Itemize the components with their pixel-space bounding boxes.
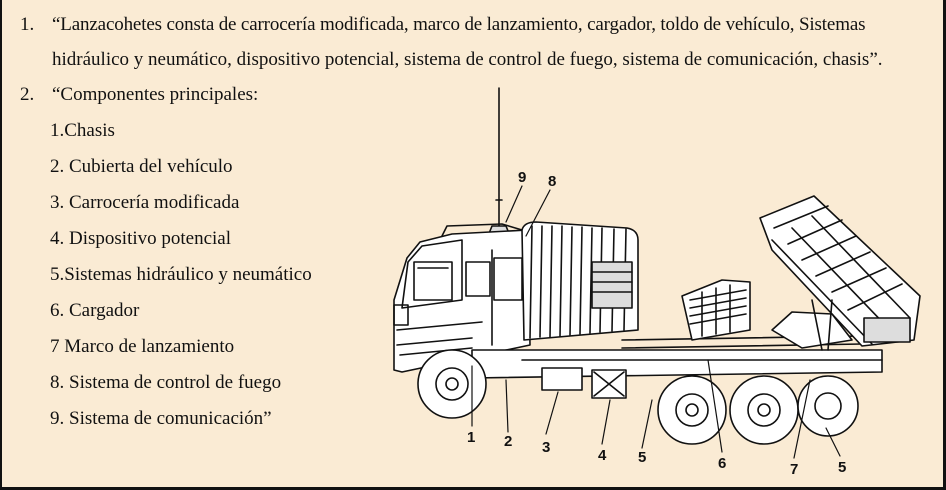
rear-wheel-1 <box>729 375 799 445</box>
front-wheel <box>417 349 487 419</box>
middle-wheel <box>657 375 727 445</box>
item-2-number: 2. <box>20 84 35 105</box>
antenna <box>487 87 511 237</box>
callout-9: 9 <box>518 169 526 186</box>
loader-rack <box>681 279 751 341</box>
truck-cab <box>393 223 531 373</box>
callout-7: 7 <box>790 461 798 478</box>
item-1-text-line-2: hidráulico y neumático, dispositivo pote… <box>52 49 883 70</box>
callout-6: 6 <box>718 455 726 472</box>
callout-3: 3 <box>542 439 550 456</box>
callout-1: 1 <box>467 429 475 446</box>
callout-2: 2 <box>504 433 512 450</box>
component-item-3: 3. Carrocería modificada <box>50 192 240 213</box>
item-2-text: “Componentes principales: <box>52 84 259 105</box>
callout-5-rear: 5 <box>838 459 846 476</box>
component-item-7: 7 Marco de lanzamiento <box>50 336 235 357</box>
component-item-8: 8. Sistema de control de fuego <box>50 372 282 393</box>
component-item-9: 9. Sistema de comunicación” <box>50 408 272 429</box>
component-item-4: 4. Dispositivo potencial <box>50 228 232 249</box>
launcher-mount <box>771 299 853 351</box>
component-item-1: 1.Chasis <box>50 120 115 141</box>
callout-8: 8 <box>548 173 556 190</box>
item-1-number: 1. <box>20 14 35 35</box>
item-1-text-line-1: “Lanzacohetes consta de carrocería modif… <box>52 14 866 35</box>
launcher-tubes <box>759 195 921 347</box>
canopy-cover <box>521 221 639 341</box>
callout-5: 5 <box>638 449 646 466</box>
callout-4: 4 <box>598 447 607 464</box>
component-item-5: 5.Sistemas hidráulico y neumático <box>50 264 312 285</box>
callout-leader-lines <box>471 185 841 459</box>
rear-wheel-2 <box>797 375 859 437</box>
component-item-6: 6. Cargador <box>50 300 140 321</box>
component-item-2: 2. Cubierta del vehículo <box>50 156 233 177</box>
